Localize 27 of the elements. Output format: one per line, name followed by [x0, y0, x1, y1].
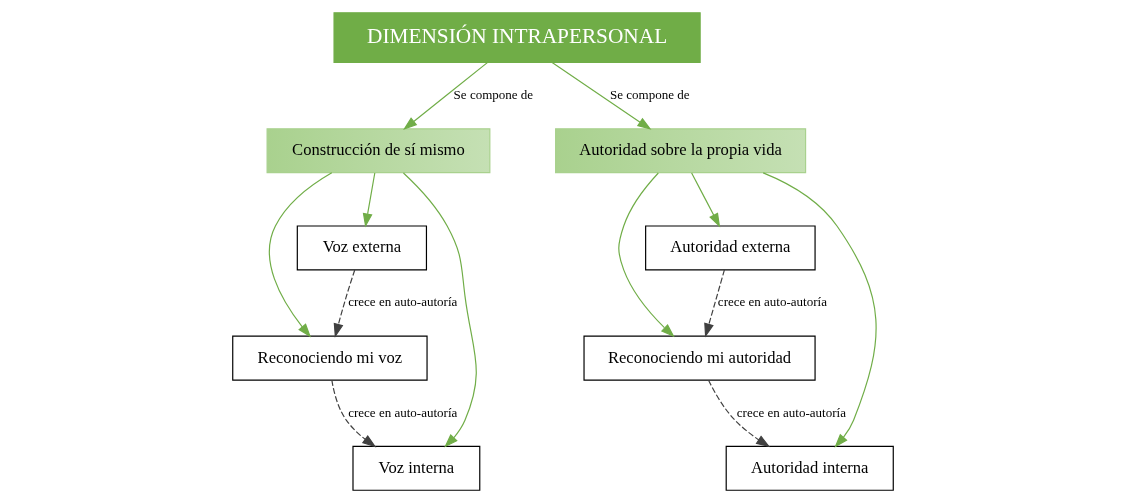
- arrow: [762, 172, 877, 448]
- arrow: [331, 379, 377, 448]
- node-box: Construcción de sí mismo: [266, 128, 491, 174]
- node-box: Voz externa: [296, 225, 428, 271]
- edge-label: Se compone de: [453, 87, 534, 103]
- edge-label: crece en auto-autoría: [736, 404, 846, 420]
- edge-label: crece en auto-autoría: [348, 294, 458, 310]
- node-box: Autoridad interna: [725, 445, 894, 491]
- node-box: DIMENSIÓN INTRAPERSONAL: [333, 12, 701, 64]
- arrow: [333, 269, 356, 338]
- node-box: Autoridad externa: [645, 225, 816, 271]
- node-box: Reconociendo mi autoridad: [583, 335, 816, 381]
- edge-label: Se compone de: [610, 87, 690, 103]
- arrow: [403, 62, 488, 130]
- arrow: [268, 172, 333, 338]
- arrow: [618, 172, 675, 338]
- arrow: [707, 379, 771, 448]
- edge-label: crece en auto-autoría: [717, 294, 827, 310]
- arrow: [691, 172, 721, 228]
- node-box: Reconociendo mi voz: [232, 335, 428, 381]
- arrow: [704, 269, 725, 338]
- arrow: [551, 62, 652, 130]
- arrow: [362, 172, 376, 228]
- node-box: Voz interna: [352, 445, 481, 491]
- node-box: Autoridad sobre la propia vida: [555, 128, 807, 174]
- edge-label: crece en auto-autoría: [348, 404, 458, 420]
- arrow: [402, 172, 477, 448]
